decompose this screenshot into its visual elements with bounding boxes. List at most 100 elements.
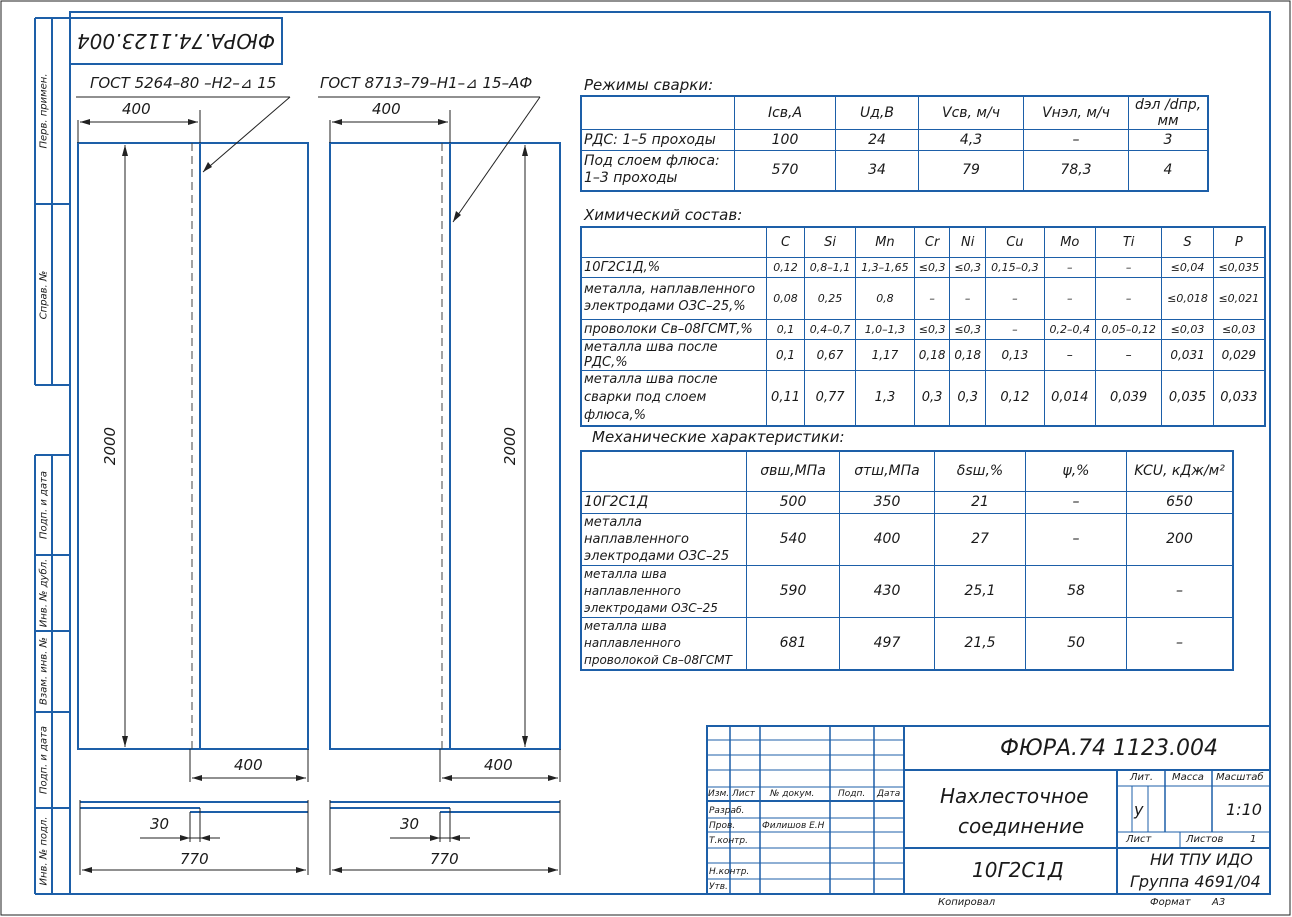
chem-cell: ≤0,3 xyxy=(913,318,951,340)
chem-header: Cr xyxy=(913,226,951,258)
chem-cell: ≤0,04 xyxy=(1161,256,1214,278)
chem-cell: ≤0,03 xyxy=(1161,318,1214,340)
stamp-role-tech-control: Т.контр. xyxy=(709,836,749,846)
modes-table: Iсв,А Uд,В Vсв, м/ч Vнэл, м/ч dэл /dпр, … xyxy=(580,95,1209,192)
mech-cell: 200 xyxy=(1126,512,1234,566)
chem-cell: – xyxy=(1094,256,1163,278)
chem-row-label: металла шва после РДС,% xyxy=(580,338,767,371)
sidebar-strip xyxy=(34,17,70,895)
chem-cell: – xyxy=(1094,276,1163,320)
modes-cell: 34 xyxy=(835,150,919,191)
mech-cell: 681 xyxy=(746,616,840,670)
right-thickness-dim: 30 xyxy=(400,815,420,833)
mech-header: σтш,МПа xyxy=(839,450,935,492)
chem-title: Химический состав: xyxy=(584,206,743,224)
stamp-label-date: Дата xyxy=(877,789,901,799)
mech-cell: – xyxy=(1126,564,1234,618)
mech-cell: 58 xyxy=(1025,564,1127,618)
mech-header: ψ,% xyxy=(1025,450,1127,492)
mech-cell: 540 xyxy=(746,512,840,566)
chem-cell: – xyxy=(1043,276,1096,320)
chem-cell: 1,17 xyxy=(855,338,915,371)
chem-cell: 0,1 xyxy=(765,318,806,340)
table-row: металла шва наплавленного проволокой Св–… xyxy=(580,616,1234,670)
chem-cell: 0,11 xyxy=(765,369,806,426)
chem-cell: 0,4–0,7 xyxy=(804,318,857,340)
modes-header-voltage: Uд,В xyxy=(835,95,919,130)
mech-cell: 400 xyxy=(839,512,935,566)
modes-cell: 78,3 xyxy=(1023,150,1129,191)
chem-header: S xyxy=(1161,226,1214,258)
mech-row-label: металла наплавленного электродами ОЗС–25 xyxy=(580,512,747,566)
chem-header: Cu xyxy=(984,226,1045,258)
chem-cell: ≤0,03 xyxy=(1212,318,1266,340)
chem-cell: 0,05–0,12 xyxy=(1094,318,1163,340)
sidebar-label-7: Инв. № подл. xyxy=(38,816,50,886)
modes-row-label: РДС: 1–5 проходы xyxy=(580,129,735,151)
right-bottom-dim: 400 xyxy=(484,756,513,774)
chem-row-label: металла шва после сварки под слоем флюса… xyxy=(580,369,767,426)
mech-title: Механические характеристики: xyxy=(592,428,845,446)
right-plate-drawing xyxy=(318,96,561,782)
sidebar-label-3: Подп. и дата xyxy=(38,470,50,540)
sidebar-label-5: Взам. инв. № xyxy=(38,637,50,705)
chem-row-label: проволоки Св–08ГСМТ,% xyxy=(580,318,767,340)
left-length-dim: 2000 xyxy=(101,426,119,466)
mech-cell: 500 xyxy=(746,490,840,514)
mech-cell: 50 xyxy=(1025,616,1127,670)
chem-header: P xyxy=(1212,226,1266,258)
stamp-format-label: Формат xyxy=(1150,897,1191,908)
mech-row-label: 10Г2С1Д xyxy=(580,490,747,514)
sidebar-label-2: Справ. № xyxy=(38,270,50,320)
stamp-checker-name: Филишов Е.Н xyxy=(762,821,825,831)
chem-cell: – xyxy=(1043,256,1096,278)
chem-row-label: металла, наплавленного электродами ОЗС–2… xyxy=(580,276,767,320)
stamp-role-checker: Пров. xyxy=(709,821,736,831)
modes-header-current: Iсв,А xyxy=(734,95,836,130)
stamp-lit-value: у xyxy=(1134,800,1144,819)
mech-cell: 21,5 xyxy=(934,616,1026,670)
mech-table: σвш,МПа σтш,МПа δsш,% ψ,% KCU, кДж/м² 10… xyxy=(580,450,1234,671)
stamp-org-line1: НИ ТПУ ИДО xyxy=(1150,850,1253,869)
chem-cell: 0,3 xyxy=(913,369,951,426)
stamp-doc-code: ФЮРА.74 1123.004 xyxy=(1000,736,1218,761)
chem-cell: 0,039 xyxy=(1094,369,1163,426)
chem-cell: 0,1 xyxy=(765,338,806,371)
chem-cell: 0,15–0,3 xyxy=(984,256,1045,278)
modes-cell: 3 xyxy=(1128,129,1209,151)
chem-cell: 0,25 xyxy=(804,276,857,320)
sidebar-label-4: Инв. № дубл. xyxy=(38,558,50,628)
stamp-material: 10Г2С1Д xyxy=(972,858,1064,882)
mech-header: σвш,МПа xyxy=(746,450,840,492)
chem-header: Si xyxy=(804,226,857,258)
chem-cell: 0,014 xyxy=(1043,369,1096,426)
chem-cell: ≤0,018 xyxy=(1161,276,1214,320)
table-row: металла шва после сварки под слоем флюса… xyxy=(580,369,1266,426)
chem-cell: 0,033 xyxy=(1212,369,1266,426)
mech-header: δsш,% xyxy=(934,450,1026,492)
chem-cell: ≤0,3 xyxy=(913,256,951,278)
modes-cell: 100 xyxy=(734,129,836,151)
stamp-sheet-label: Лист xyxy=(1126,834,1152,845)
chem-cell: 0,67 xyxy=(804,338,857,371)
chem-cell: 1,3–1,65 xyxy=(855,256,915,278)
modes-cell: 4,3 xyxy=(918,129,1024,151)
left-width-dim: 400 xyxy=(122,100,151,118)
stamp-format-value: А3 xyxy=(1212,897,1226,908)
chem-cell: 0,18 xyxy=(949,338,986,371)
drawing-frame xyxy=(69,11,1271,895)
chem-header: Mn xyxy=(855,226,915,258)
table-row: металла шва наплавленного электродами ОЗ… xyxy=(580,564,1234,618)
table-row: металла, наплавленного электродами ОЗС–2… xyxy=(580,276,1266,320)
table-row: Под слоем флюса: 1–3 проходы 570 34 79 7… xyxy=(580,150,1209,191)
left-total-dim: 770 xyxy=(180,850,209,868)
stamp-role-norm-control: Н.контр. xyxy=(709,867,750,877)
mech-cell: – xyxy=(1025,512,1127,566)
chem-cell: 0,031 xyxy=(1161,338,1214,371)
chem-header: C xyxy=(765,226,806,258)
chem-cell: 0,029 xyxy=(1212,338,1266,371)
chem-header: Mo xyxy=(1043,226,1096,258)
chem-cell: – xyxy=(1094,338,1163,371)
right-total-dim: 770 xyxy=(430,850,459,868)
